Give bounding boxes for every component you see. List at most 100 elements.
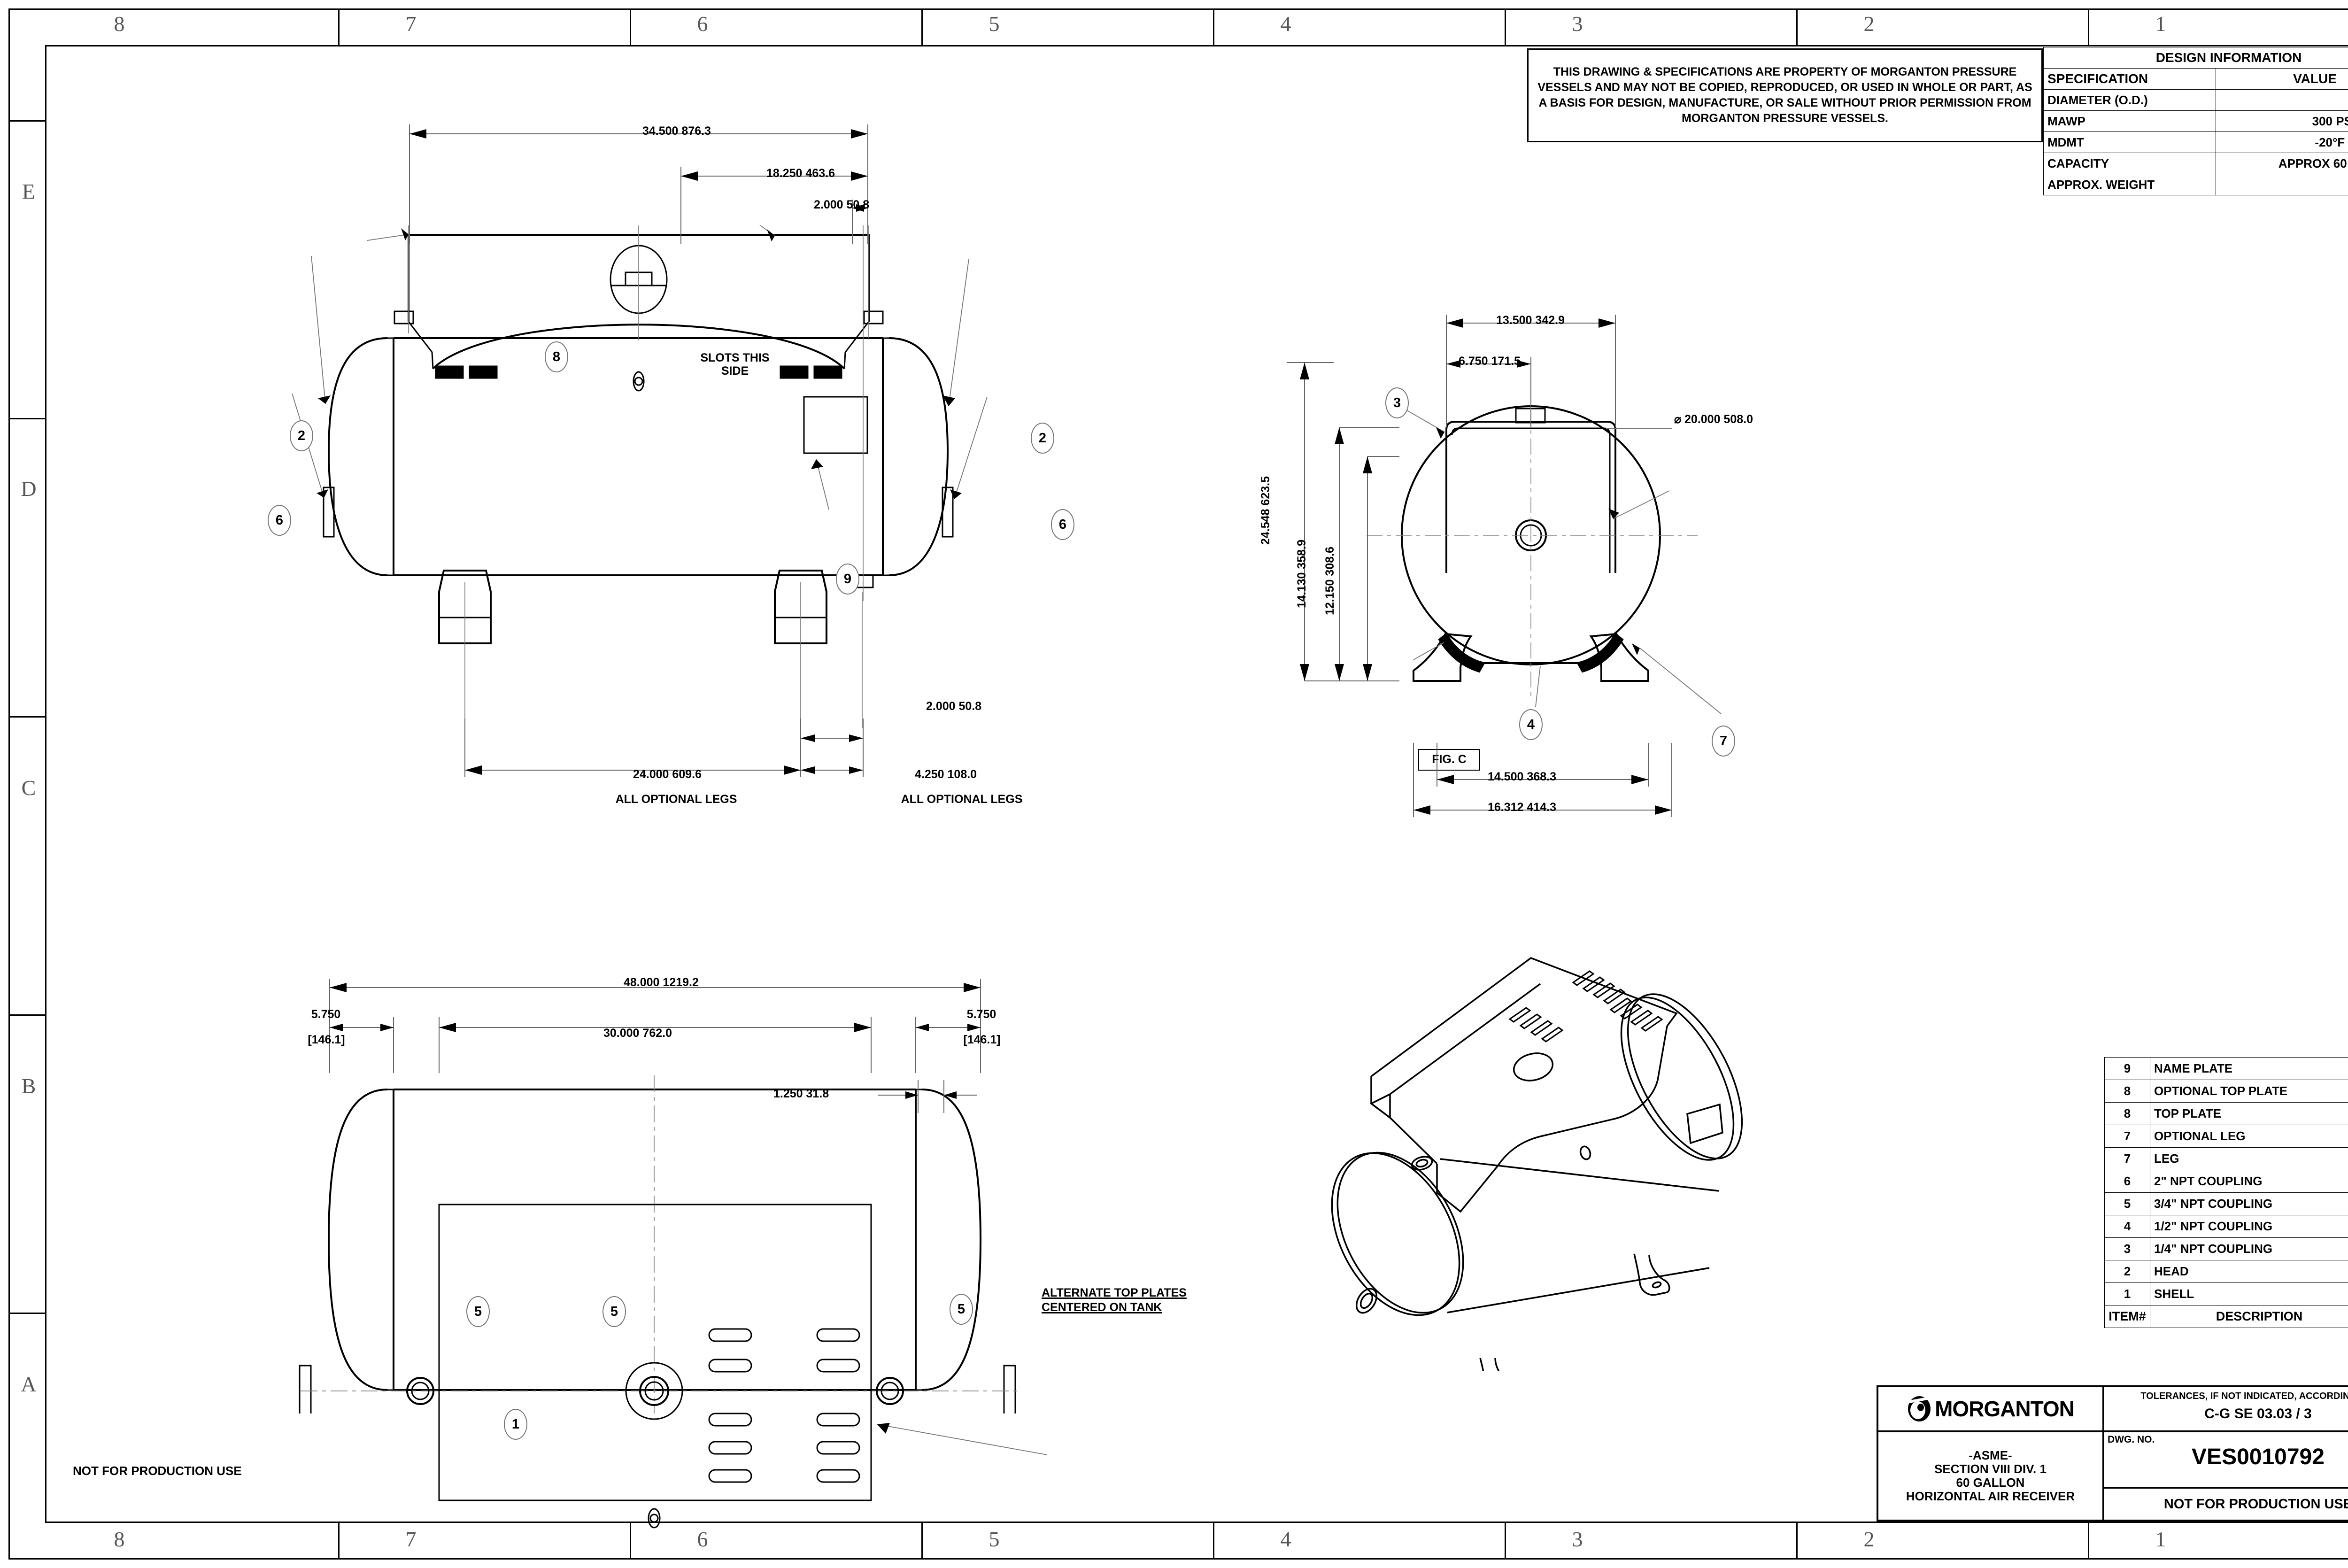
- zone-label-left-B: B: [21, 1074, 36, 1098]
- front-view-top-dimension-lines: [409, 124, 868, 244]
- dim-leg-bolt-spacing: 14.500 368.3: [1488, 770, 1556, 783]
- design-info-spec: CAPACITY: [2043, 153, 2216, 174]
- table-row: 8 OPTIONAL TOP PLATE 1: [2104, 1080, 2348, 1103]
- zone-label-top-5: 5: [989, 12, 1000, 36]
- zone-label-bottom-5: 5: [989, 1527, 1000, 1551]
- bom-col-desc: DESCRIPTION: [2150, 1305, 2348, 1328]
- dim-leg-outer-spacing: 16.312 414.3: [1488, 801, 1556, 814]
- dim-edge-offset-top: 2.000 50.8: [814, 198, 870, 211]
- morganton-mark-icon: [1908, 1396, 1931, 1421]
- asme-line-3: 60 GALLON: [1956, 1475, 2025, 1490]
- asme-line-4: HORIZONTAL AIR RECEIVER: [1906, 1489, 2075, 1504]
- balloon-item-9: 9: [836, 564, 859, 595]
- dim-head-left: 5.750: [311, 1008, 341, 1021]
- bom-desc: NAME PLATE: [2150, 1057, 2348, 1080]
- dim-top-plate-half: 6.750 171.5: [1459, 355, 1521, 368]
- balloon-item-5-mid: 5: [602, 1296, 626, 1327]
- balloon-item-5-right: 5: [950, 1294, 973, 1325]
- table-row: 7 OPTIONAL LEG 1: [2104, 1125, 2348, 1148]
- dim-overall-top-plate: 34.500 876.3: [642, 124, 711, 138]
- dim-overall-height: 24.548 623.5: [1259, 476, 1272, 545]
- dim-plate-length: 30.000 762.0: [603, 1027, 672, 1040]
- bom-header-row: ITEM# DESCRIPTION QTY.: [2104, 1305, 2348, 1328]
- bom-desc: SHELL: [2150, 1282, 2348, 1305]
- design-info-spec: DIAMETER (O.D.): [2043, 89, 2216, 111]
- status-cell: NOT FOR PRODUCTION USE: [2104, 1489, 2348, 1520]
- zone-tick: [8, 120, 45, 122]
- dim-bottom-height: 12.150 308.6: [1323, 547, 1336, 615]
- zone-label-bottom-7: 7: [405, 1527, 417, 1551]
- note-all-optional-legs-right: ALL OPTIONAL LEGS: [901, 793, 1023, 806]
- design-info-value: -20°F AT 300 PSI: [2216, 131, 2348, 153]
- design-info-value: 20.000": [2216, 89, 2348, 111]
- table-row: 5 3/4" NPT COUPLING 3: [2104, 1192, 2348, 1215]
- zone-label-top-2: 2: [1863, 12, 1875, 36]
- sheet-border-inner: [45, 45, 2348, 1523]
- asme-line-1: -ASME-: [1969, 1448, 2012, 1462]
- end-view-vertical-dimension-lines: [1287, 362, 1399, 681]
- balloon-item-6-right: 6: [1051, 509, 1074, 540]
- design-info-spec: APPROX. WEIGHT: [2043, 174, 2216, 195]
- bom-item: 8: [2104, 1102, 2150, 1125]
- zone-label-top-6: 6: [697, 12, 708, 36]
- bom-item: 7: [2104, 1125, 2150, 1148]
- bom-desc: 2" NPT COUPLING: [2150, 1170, 2348, 1193]
- bom-desc: TOP PLATE: [2150, 1102, 2348, 1125]
- table-row: MAWP 300 PSI AT 650°F: [2043, 110, 2348, 132]
- zone-tick: [2088, 1523, 2089, 1560]
- bom-item: 4: [2104, 1215, 2150, 1238]
- title-block: MORGANTON TOLERANCES, IF NOT INDICATED, …: [1877, 1385, 2348, 1522]
- table-row: 9 NAME PLATE 1: [2104, 1057, 2348, 1080]
- asme-line-2: SECTION VIII DIV. 1: [1934, 1461, 2047, 1476]
- zone-tick: [8, 1313, 45, 1314]
- design-info-title: DESIGN INFORMATION: [2043, 47, 2348, 69]
- zone-label-bottom-1: 1: [2155, 1527, 2166, 1551]
- bom-item: 7: [2104, 1147, 2150, 1170]
- table-row: 6 2" NPT COUPLING 2: [2104, 1170, 2348, 1193]
- dim-overall-length: 48.000 1219.2: [624, 976, 699, 989]
- zone-tick: [1505, 1523, 1506, 1560]
- zone-tick: [1505, 8, 1506, 45]
- zone-tick: [8, 418, 45, 419]
- zone-label-top-3: 3: [1572, 12, 1583, 36]
- table-row: 7 LEG 4: [2104, 1147, 2348, 1170]
- balloon-item-5-left: 5: [466, 1296, 490, 1327]
- design-info-value: 260 LBS: [2216, 174, 2348, 195]
- bom-item: 2: [2104, 1260, 2150, 1283]
- zone-tick: [2088, 8, 2089, 45]
- end-view-bottom-dimension-lines: [1413, 743, 1672, 817]
- company-logo: MORGANTON: [1878, 1387, 2104, 1432]
- dim-plate-edge: 1.250 31.8: [773, 1087, 829, 1100]
- design-info-value: APPROX 60 GALLONS: [2216, 153, 2348, 174]
- zone-label-top-4: 4: [1280, 12, 1291, 36]
- zone-tick: [921, 1523, 923, 1560]
- end-view-top-dimension-lines: [1446, 315, 1616, 427]
- zone-label-top-1: 1: [2155, 12, 2166, 36]
- dim-shell-diameter: ⌀ 20.000 508.0: [1674, 413, 1753, 426]
- dim-leg-spacing: 24.000 609.6: [633, 768, 702, 781]
- zone-tick: [338, 8, 340, 45]
- zone-label-left-C: C: [21, 776, 36, 800]
- zone-tick: [338, 1523, 340, 1560]
- bom-item: 3: [2104, 1237, 2150, 1260]
- sheet-border-outer: [8, 8, 2348, 1560]
- zone-tick: [921, 8, 923, 45]
- asme-cell: -ASME- SECTION VIII DIV. 1 60 GALLON HOR…: [1878, 1432, 2104, 1520]
- zone-label-left-D: D: [21, 477, 37, 501]
- table-row: 4 1/2" NPT COUPLING 1: [2104, 1215, 2348, 1238]
- table-row: 1 SHELL 1: [2104, 1282, 2348, 1305]
- zone-label-bottom-4: 4: [1280, 1527, 1291, 1551]
- bom-item: 5: [2104, 1192, 2150, 1215]
- not-for-production-use-label: NOT FOR PRODUCTION USE: [73, 1464, 242, 1478]
- bom-item: 9: [2104, 1057, 2150, 1080]
- bom-desc: 3/4" NPT COUPLING: [2150, 1192, 2348, 1215]
- dim-slot-offset: 18.250 463.6: [766, 167, 835, 180]
- balloon-item-3: 3: [1385, 387, 1409, 418]
- dim-head-right: 5.750: [966, 1008, 996, 1021]
- bom-desc: 1/4" NPT COUPLING: [2150, 1237, 2348, 1260]
- balloon-item-2-left: 2: [290, 420, 313, 451]
- bill-of-materials-table: 9 NAME PLATE 1 8 OPTIONAL TOP PLATE 1 8 …: [2104, 1057, 2348, 1328]
- table-row: DIAMETER (O.D.) 20.000": [2043, 89, 2348, 111]
- front-view-bottom-dimension-lines: [464, 718, 864, 777]
